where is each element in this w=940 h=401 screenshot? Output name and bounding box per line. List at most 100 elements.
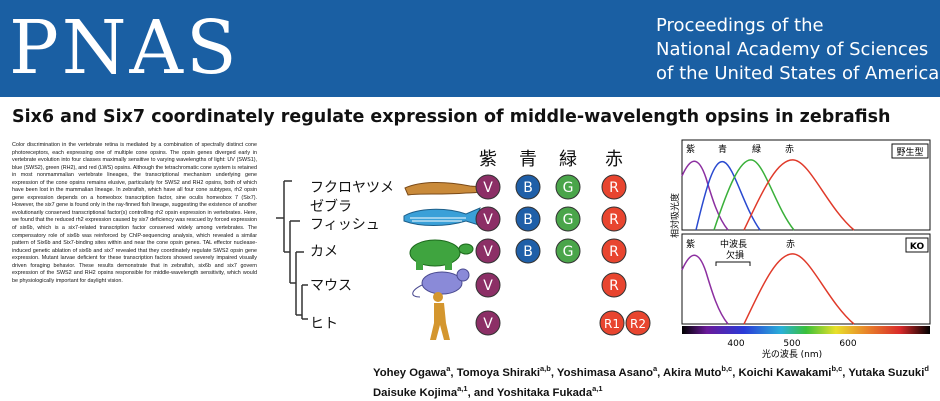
top-panel (681, 139, 931, 231)
absorbance-spectra: 相対吸光度 野生型 KO 紫 青 緑 赤 紫 中波長 欠損 赤 400 500 … (669, 139, 931, 358)
opsin-badge (475, 272, 501, 298)
opsin-badge (515, 238, 541, 264)
species-label: ゼブラ (310, 198, 352, 215)
opsin-badge (601, 238, 627, 264)
curve-violet-top (681, 160, 729, 231)
opsin-badge-label: V (483, 212, 493, 228)
zebrafish-icon (403, 207, 484, 227)
author-affiliation: a,1 (592, 383, 603, 393)
column-header: 赤 (605, 149, 623, 170)
x-axis-label: 光の波長 (nm) (762, 348, 822, 358)
opsin-badge-label: V (483, 180, 493, 196)
author-affiliation: a (446, 364, 451, 373)
opsin-badge (599, 310, 625, 336)
pnas-logo: PNAS (9, 5, 240, 91)
top-label-violet: 紫 (686, 144, 695, 155)
journal-name: Proceedings of the National Academy of S… (656, 14, 939, 86)
opsin-badge-label: V (483, 244, 493, 260)
author-affiliation: d (924, 364, 929, 373)
species-label: フクロヤツメ (310, 180, 394, 196)
phylogenetic-tree (276, 180, 308, 320)
opsin-badge-label: G (563, 212, 574, 228)
opsin-badge-label: R (609, 180, 619, 196)
opsin-badge (555, 238, 581, 264)
opsin-badge-label: R (609, 212, 619, 228)
author-name[interactable]: Yoshimasa Asano (556, 366, 653, 379)
opsin-badge-label: R (609, 278, 619, 294)
journal-name-line: of the United States of America (656, 63, 940, 84)
journal-name-line: National Academy of Sciences (656, 39, 929, 60)
opsin-badge-label: V (483, 278, 493, 294)
opsin-badge-label: G (563, 244, 574, 260)
species-label: マウス (310, 278, 352, 294)
wild-type-box (891, 143, 929, 159)
top-label-red: 赤 (785, 144, 794, 155)
author-affiliation: b,c (721, 364, 733, 373)
opsin-badge (475, 238, 501, 264)
wild-type-label: 野生型 (896, 146, 923, 158)
author-affiliation: b,c (831, 364, 843, 373)
bottom-label-violet: 紫 (686, 239, 695, 250)
ko-box (905, 237, 929, 253)
author-affiliation: a,b (540, 364, 551, 373)
author-affiliation: a (652, 364, 658, 373)
x-tick-500: 500 (783, 339, 800, 349)
author-name[interactable]: Koichi Kawakami (738, 366, 832, 379)
x-tick-600: 600 (839, 339, 856, 349)
bottom-label-deficient: 欠損 (726, 249, 744, 261)
opsin-badge-label: V (483, 316, 493, 332)
journal-banner: PNAS Proceedings of the National Academy… (0, 0, 940, 97)
species-label: カメ (310, 244, 338, 260)
author-list: Yohey Ogawaa, Tomoya Shirakia,b, Yoshima… (373, 361, 933, 401)
author-name[interactable]: and Yoshitaka Fukada (473, 386, 593, 399)
opsin-badge-label: B (523, 180, 533, 196)
opsin-badge (555, 206, 581, 232)
turtle-icon (409, 239, 474, 270)
top-label-green: 緑 (752, 143, 761, 155)
author-line: Yohey Ogawaa, Tomoya Shirakia,b, Yoshima… (373, 364, 929, 379)
wavelength-spectrum-bar (682, 326, 930, 334)
x-tick-400: 400 (727, 339, 744, 349)
opsin-badge (601, 272, 627, 298)
opsin-badge-label: B (523, 244, 533, 260)
mouse-icon (412, 268, 470, 298)
author-name[interactable]: Daisuke Kojima (373, 386, 458, 399)
opsin-badge (515, 206, 541, 232)
author-name[interactable]: Akira Muto (663, 366, 722, 379)
author-name[interactable]: Tomoya Shiraki (456, 366, 540, 379)
curve-green-top (713, 159, 795, 231)
opsin-badge (625, 310, 651, 336)
curve-red-top (743, 159, 855, 231)
curve-red-bottom (743, 253, 855, 325)
journal-name-line: Proceedings of the (656, 15, 824, 36)
bottom-label-red: 赤 (786, 239, 795, 250)
author-name[interactable]: Yohey Ogawa (373, 366, 447, 379)
species-label: ヒト (310, 316, 338, 332)
column-header: 青 (519, 149, 537, 170)
author-line: Daisuke Kojimaa,1, and Yoshitaka Fukadaa… (373, 383, 603, 399)
column-header: 緑 (559, 149, 577, 170)
opsin-badge (601, 206, 627, 232)
deficiency-bracket (715, 261, 751, 266)
species-label: フィッシュ (310, 217, 380, 233)
opsin-badge-label: R1 (604, 317, 620, 331)
top-label-blue: 青 (718, 143, 727, 155)
opsin-badge (475, 206, 501, 232)
opsin-badge (555, 174, 581, 200)
curve-blue-top (695, 161, 761, 231)
curve-violet-bottom (681, 254, 729, 325)
opsin-badge (475, 174, 501, 200)
opsin-badge-label: R2 (630, 317, 646, 331)
bottom-panel (681, 233, 931, 325)
opsin-badge-label: G (563, 180, 574, 196)
author-affiliation: a,1 (457, 383, 468, 393)
opsin-badge (475, 310, 501, 336)
author-name[interactable]: Yutaka Suzuki (848, 366, 925, 379)
opsin-badge-label: R (609, 244, 619, 260)
column-header: 紫 (479, 149, 497, 170)
human-icon (430, 292, 450, 340)
y-axis-label: 相対吸光度 (669, 193, 681, 238)
bottom-label-middle: 中波長 (720, 238, 747, 250)
abstract-text: Color discrimination in the vertebrate r… (12, 142, 257, 284)
